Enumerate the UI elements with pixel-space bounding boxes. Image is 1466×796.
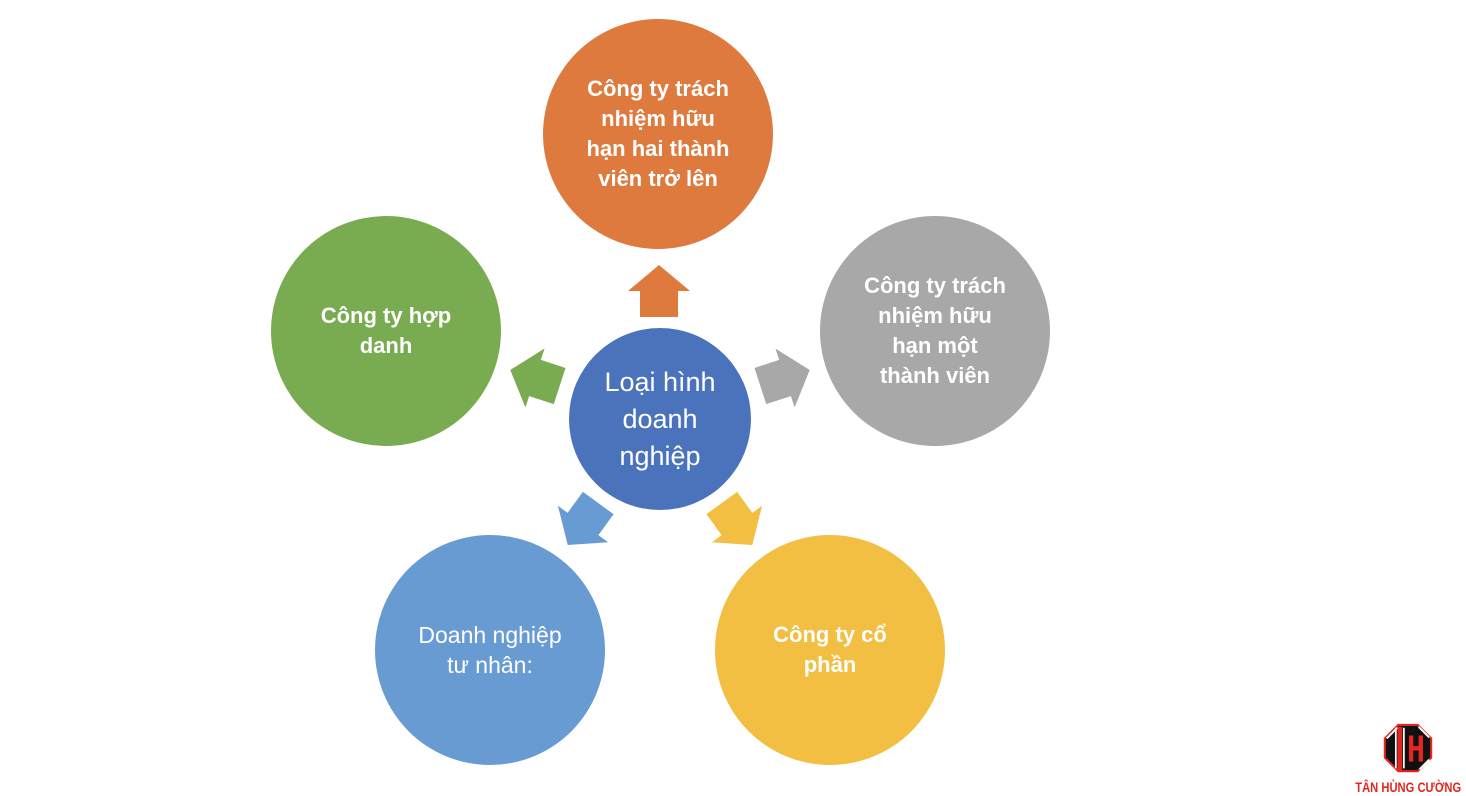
node-label: Công ty hợp danh [320,303,452,358]
node-label: Công ty cổ phần [773,622,887,677]
arrow-upper-right-icon [751,340,820,415]
arrow-shape [754,348,810,408]
node-circle-joint-stock: Công ty cổ phần [715,535,945,765]
hub-label: Loại hình doanh nghiệp [604,366,716,471]
arrow-upper-left-icon [501,340,570,415]
node-circle-private-enterprise: Doanh nghiệp tư nhân: [375,535,605,765]
arrow-shape [706,491,763,546]
hub-circle-business-types: Loại hình doanh nghiệp [569,328,751,510]
arrow-shape [628,265,690,317]
node-label: Công ty trách nhiệm hữu hạn một thành vi… [864,273,1006,388]
node-circle-partnership: Công ty hợp danh [271,216,501,446]
arrow-shape [510,348,566,408]
node-label: Công ty trách nhiệm hữu hạn hai thành vi… [586,76,730,191]
arrow-shape [557,491,614,546]
arrow-lower-right-icon [697,485,778,564]
node-circle-llc-one-member: Công ty trách nhiệm hữu hạn một thành vi… [820,216,1050,446]
node-label: Doanh nghiệp tư nhân: [418,622,562,678]
arrow-up-icon [628,265,690,317]
node-circle-llc-two-members: Công ty trách nhiệm hữu hạn hai thành vi… [543,19,773,249]
watermark-logo: TÂN HÙNG CƯỜNG [1352,722,1464,796]
logo-text: TÂN HÙNG CƯỜNG [1355,779,1461,795]
arrow-lower-left-icon [543,485,624,564]
logo-monogram-icon [1383,723,1433,773]
